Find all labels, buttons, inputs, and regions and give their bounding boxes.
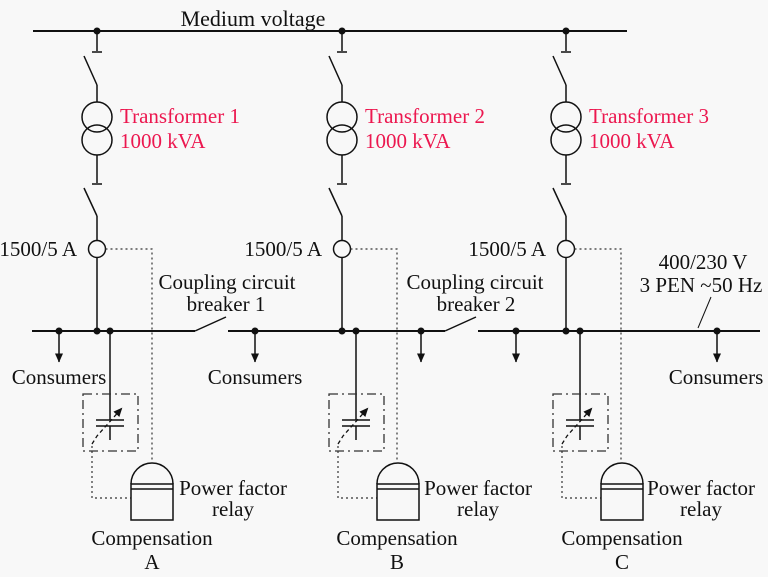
coupling-breaker-2-label-line1: Coupling circuit (406, 270, 543, 294)
lv-label-leader-line (697, 296, 712, 329)
power-factor-relay-icon (376, 462, 420, 521)
lv-voltage-label: 400/230 V (659, 250, 748, 274)
compensation-letter: B (390, 550, 404, 574)
coupling-breaker-2-icon (444, 316, 477, 332)
disconnector-icon (83, 51, 102, 86)
relay-label-line1: Power factor (424, 476, 532, 500)
lv-bus: Coupling circuit breaker 1 Coupling circ… (32, 250, 762, 335)
lv-system-label: 3 PEN ~50 Hz (640, 273, 763, 297)
transformer-branch-1: Transformer 1 1000 kVA 1500/5 A (0, 31, 240, 461)
ct-ratio-label: 1500/5 A (0, 237, 78, 261)
relay-label-line1: Power factor (647, 476, 755, 500)
compensation-letter: A (144, 550, 160, 574)
compensation-unit-b: Power factor relay Compensation B (328, 331, 532, 574)
ct-signal-line (574, 248, 622, 461)
control-line (337, 446, 377, 499)
ct-ratio-label: 1500/5 A (244, 237, 322, 261)
current-transformer-icon (87, 239, 107, 259)
capacitor-bank-box (82, 393, 139, 452)
compensation-unit-c: Power factor relay Compensation C (552, 331, 755, 574)
coupling-breaker-1-icon (194, 316, 227, 332)
ct-signal-line (105, 248, 153, 461)
power-factor-relay-icon (130, 462, 174, 521)
transformer-icon (550, 101, 582, 156)
consumer-feeders: Consumers Consumers Consumers (12, 331, 764, 389)
transformer-branch-3: Transformer 3 1000 kVA 1500/5 A (468, 31, 709, 461)
compensation-label: Compensation (91, 526, 213, 550)
power-factor-relay-icon (600, 462, 644, 521)
current-transformer-icon (556, 239, 576, 259)
transformer-rating: 1000 kVA (589, 129, 675, 153)
disconnector-icon (328, 51, 347, 86)
capacitor-bank-box (552, 393, 609, 452)
ct-signal-line (350, 248, 398, 461)
lv-junction-dot (338, 327, 346, 335)
transformer-icon (81, 101, 113, 156)
transformer-name: Transformer 2 (365, 104, 485, 128)
relay-label-line1: Power factor (179, 476, 287, 500)
variable-capacitor-icon (561, 407, 594, 445)
relay-label-line2: relay (457, 497, 499, 521)
lv-junction-dot (562, 327, 570, 335)
disconnector-icon (328, 183, 347, 217)
capacitor-bank-box (328, 393, 385, 452)
consumers-label-right: Consumers (669, 365, 764, 389)
relay-label-line2: relay (680, 497, 722, 521)
ct-ratio-label: 1500/5 A (468, 237, 546, 261)
mv-bus: Medium voltage (33, 6, 627, 35)
variable-capacitor-icon (91, 407, 124, 445)
transformer-rating: 1000 kVA (365, 129, 451, 153)
control-line (561, 446, 601, 499)
transformer-rating: 1000 kVA (120, 129, 206, 153)
control-line (91, 446, 131, 499)
variable-capacitor-icon (337, 407, 370, 445)
coupling-breaker-1-label-line1: Coupling circuit (158, 270, 295, 294)
current-transformer-icon (332, 239, 352, 259)
transformer-name: Transformer 3 (589, 104, 709, 128)
coupling-breaker-2-label-line2: breaker 2 (437, 292, 516, 316)
consumers-label-left: Consumers (12, 365, 107, 389)
coupling-breaker-1-label-line2: breaker 1 (187, 292, 266, 316)
compensation-label: Compensation (336, 526, 458, 550)
lv-junction-dot (93, 327, 101, 335)
mv-bus-title: Medium voltage (181, 6, 326, 31)
transformer-name: Transformer 1 (120, 104, 240, 128)
disconnector-icon (552, 183, 571, 217)
consumers-label-middle: Consumers (208, 365, 303, 389)
relay-label-line2: relay (212, 497, 254, 521)
compensation-label: Compensation (561, 526, 683, 550)
disconnector-icon (552, 51, 571, 86)
compensation-unit-a: Power factor relay Compensation A (82, 331, 287, 574)
disconnector-icon (83, 183, 102, 217)
transformer-branch-2: Transformer 2 1000 kVA 1500/5 A (244, 31, 485, 461)
compensation-letter: C (615, 550, 629, 574)
transformer-icon (326, 101, 358, 156)
